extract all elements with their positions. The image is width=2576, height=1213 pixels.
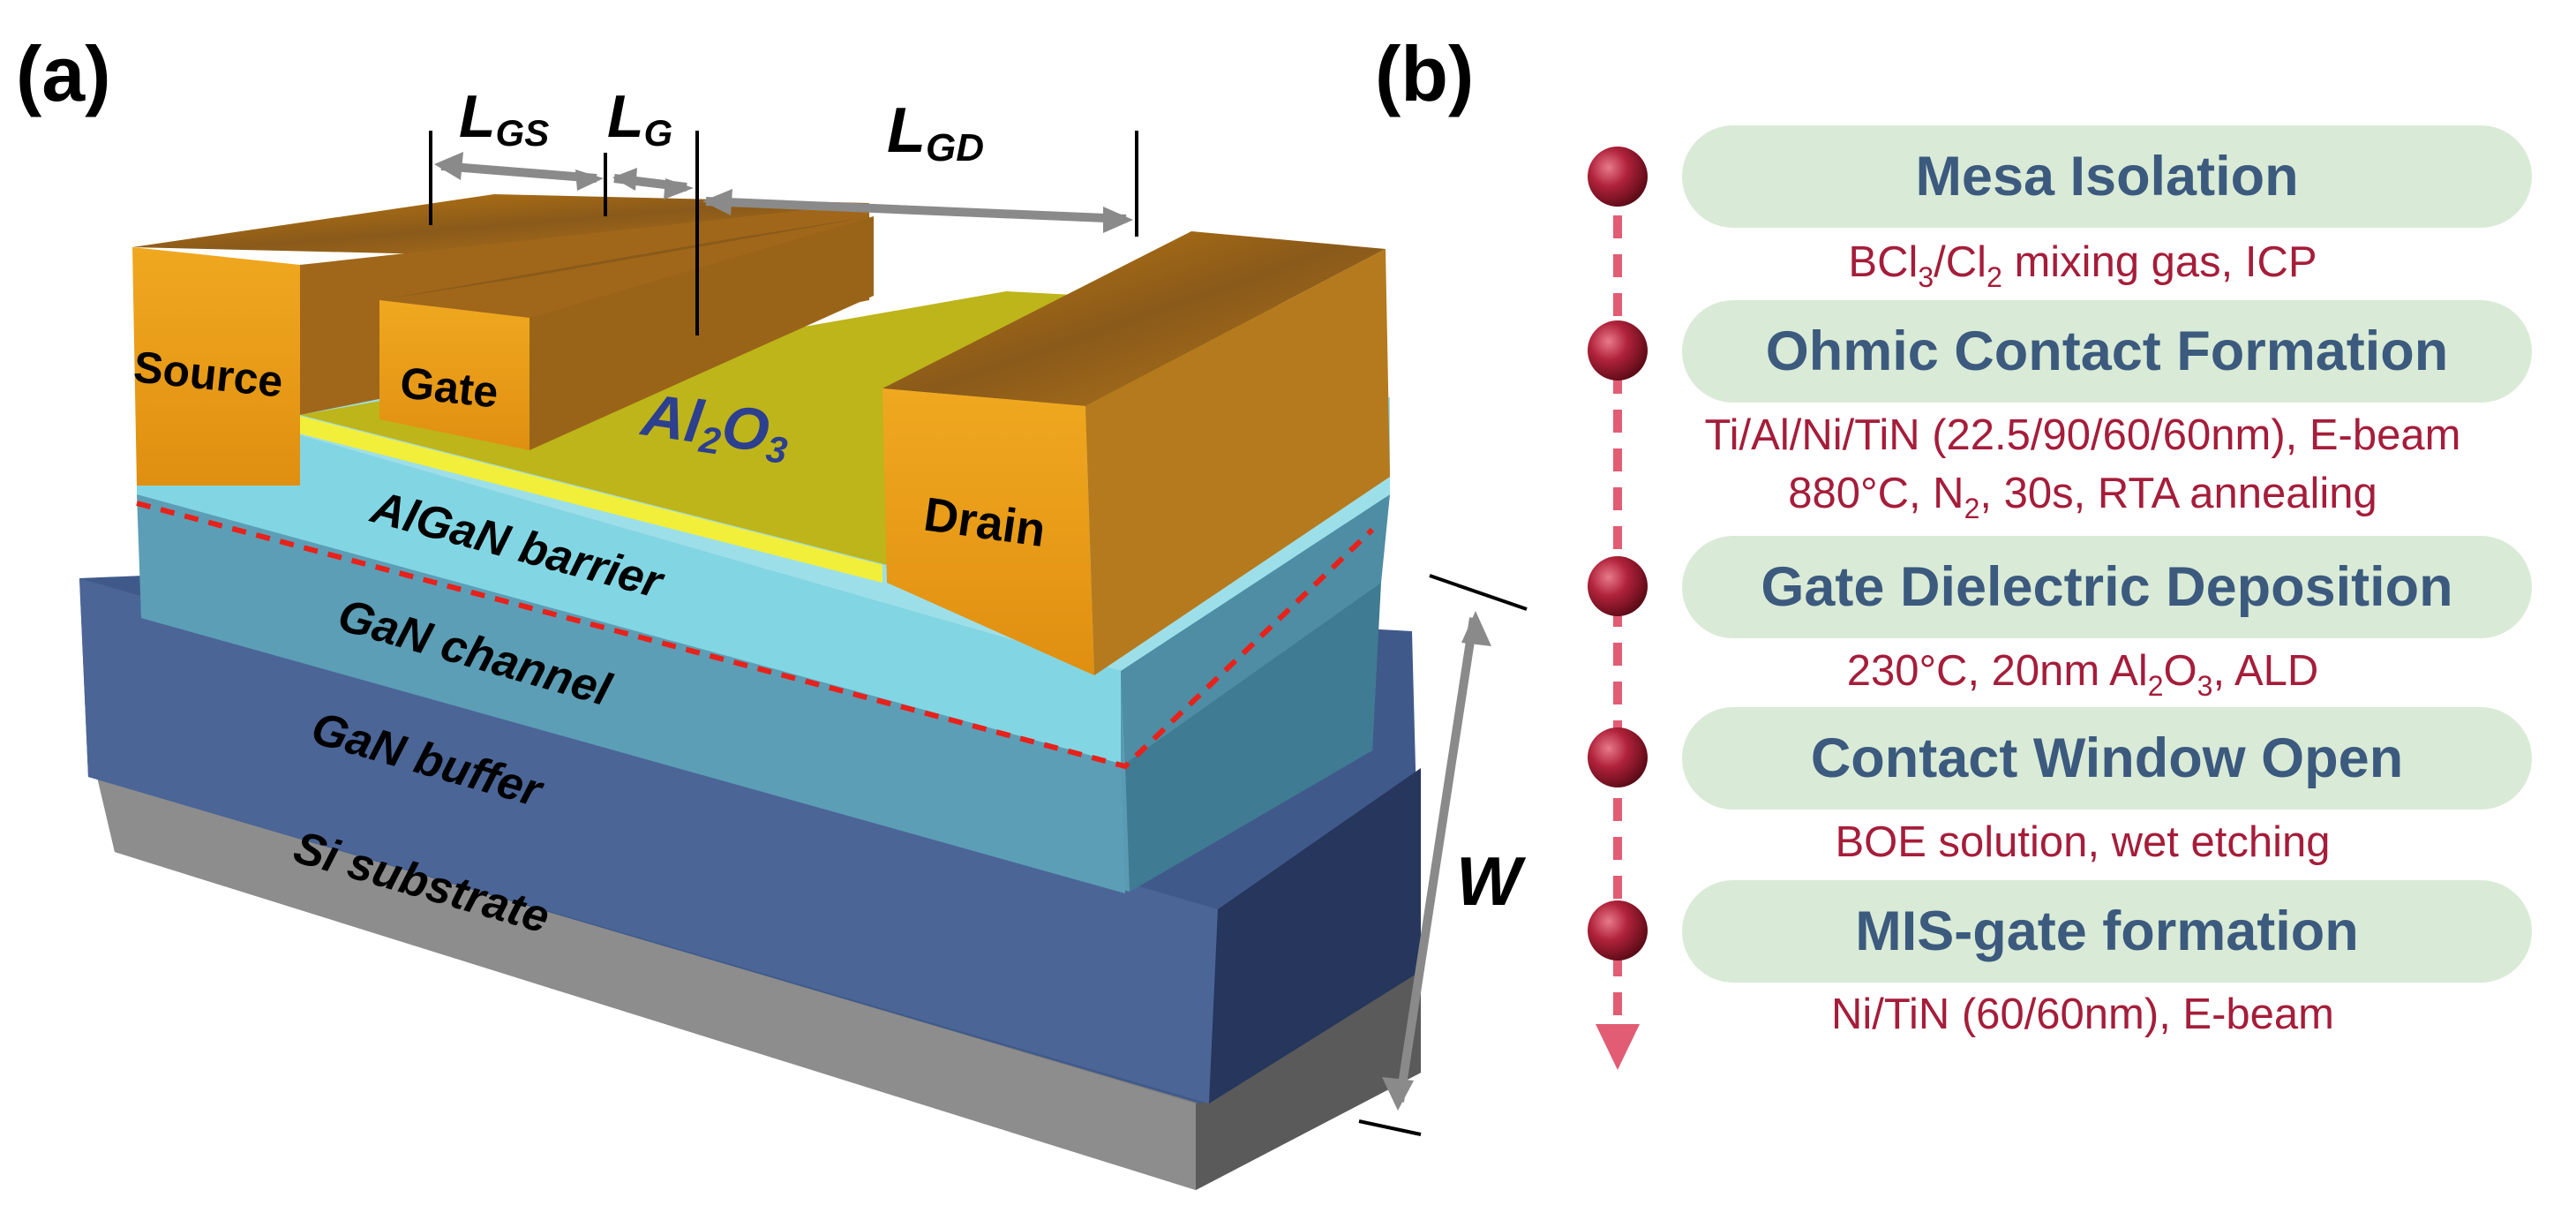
- step-bullet-1: [1588, 147, 1648, 207]
- flow-arrowhead: [1596, 1024, 1640, 1070]
- step-1-detail: BCl3/Cl2 mixing gas, ICP: [1848, 238, 2317, 293]
- step-1-title: Mesa Isolation: [1915, 146, 2299, 207]
- 2deg-interface-line: [136, 501, 1375, 770]
- step-5-detail: Ni/TiN (60/60nm), E-beam: [1830, 991, 2334, 1038]
- panel-b-label: (b): [1375, 30, 1475, 117]
- step-2-detail-line2: 880°C, N2, 30s, RTA annealing: [1788, 470, 2377, 524]
- step-4-title: Contact Window Open: [1810, 727, 2404, 789]
- step-2-box: Ohmic Contact Formation: [1682, 300, 2532, 403]
- lg-label: LG: [607, 83, 672, 154]
- step-5-box: MIS-gate formation: [1682, 880, 2532, 983]
- step-bullet-4: [1588, 727, 1648, 787]
- w-label: W: [1456, 842, 1527, 920]
- hemt-device-diagram: LGS LG LGD W Source Gate Drain Al2O3 AlG…: [79, 83, 1528, 1190]
- dimension-ticks: [429, 131, 1528, 1136]
- panel-a-label: (a): [16, 30, 111, 117]
- arrowheads: [434, 152, 1491, 1111]
- step-3-detail: 230°C, 20nm Al2O3, ALD: [1846, 647, 2319, 702]
- step-3-box: Gate Dielectric Deposition: [1682, 536, 2532, 638]
- lgs-label: LGS: [459, 83, 549, 154]
- step-bullet-5: [1588, 900, 1648, 961]
- al2o3-label: Al2O3: [635, 380, 793, 471]
- step-5-title: MIS-gate formation: [1855, 900, 2359, 962]
- process-flow-line: [1588, 147, 1648, 1070]
- al2o3-front-edge: [296, 415, 882, 583]
- gate-contact: [379, 216, 874, 450]
- step-2-detail: Ti/Al/Ni/TiN (22.5/90/60/60nm), E-beam: [1704, 411, 2461, 459]
- step-2-title: Ohmic Contact Formation: [1765, 320, 2449, 382]
- drain-contact: [882, 231, 1390, 675]
- step-bullet-2: [1588, 320, 1648, 380]
- gate-label: Gate: [398, 358, 500, 417]
- step-bullet-3: [1588, 556, 1648, 616]
- step-4-detail: BOE solution, wet etching: [1835, 818, 2331, 866]
- step-4-box: Contact Window Open: [1682, 707, 2532, 810]
- step-3-title: Gate Dielectric Deposition: [1761, 556, 2453, 618]
- step-1-box: Mesa Isolation: [1682, 125, 2532, 228]
- lgd-label: LGD: [887, 95, 984, 170]
